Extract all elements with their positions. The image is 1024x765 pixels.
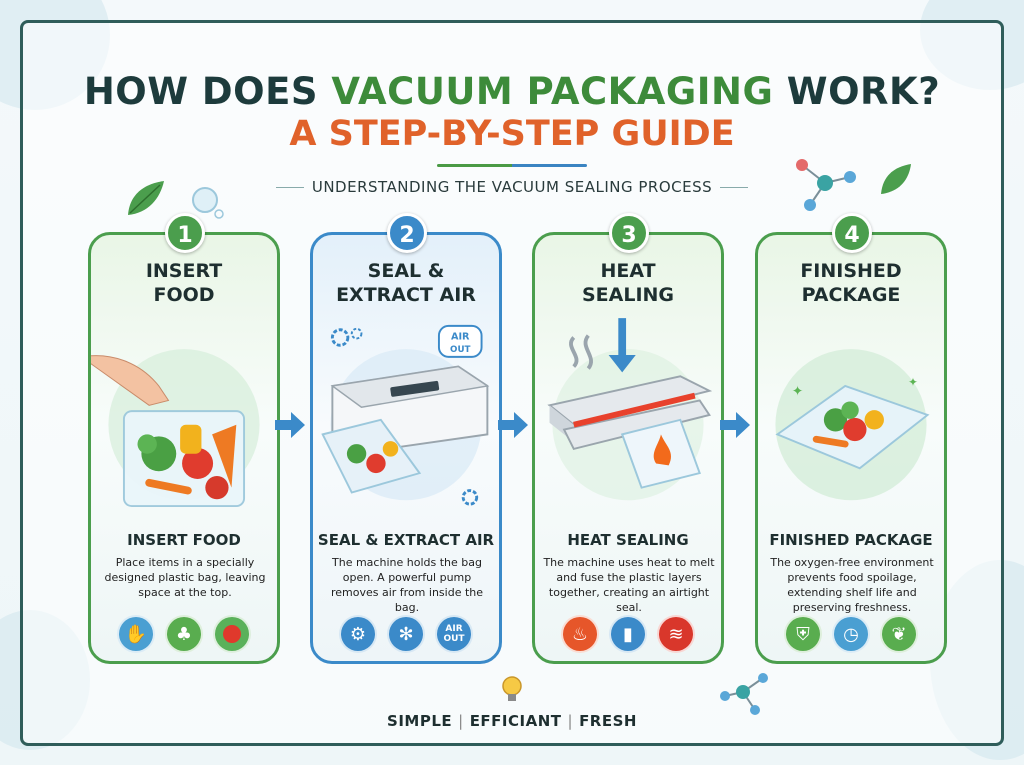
tomato-icon	[213, 615, 251, 653]
step-number-badge: 4	[832, 213, 872, 253]
flame-icon: ♨	[561, 615, 599, 653]
bubble-icon	[192, 187, 224, 219]
step-heading: HEAT SEALING	[581, 260, 675, 306]
step-number-badge: 3	[609, 213, 649, 253]
leaf-icon	[881, 164, 911, 194]
tagline: SIMPLE|EFFICIANT|FRESH	[387, 712, 637, 730]
step-number-badge: 2	[387, 213, 427, 253]
step-title: SEAL & EXTRACT AIR	[317, 531, 495, 549]
arrow-right-icon	[498, 412, 528, 438]
step-icons: ⛨ ◷ ❦	[758, 615, 944, 653]
svg-text:✦: ✦	[792, 384, 803, 400]
vacuum-sealer-illustration: AIR OUT	[321, 324, 490, 506]
molecule-icon	[720, 673, 768, 715]
step-card-2: 2 SEAL & EXTRACT AIR AIR OUT SEAL & EXTR…	[310, 213, 502, 664]
hand-icon: ✋	[117, 615, 155, 653]
bag-icon: ▮	[609, 615, 647, 653]
step-card-4: 4 FINISHED PACKAGE ✦ ✦ FINISHED PACKAGE …	[755, 213, 947, 664]
step-card-1: 1 INSERT FOOD INSERT FOOD Place items in…	[88, 213, 280, 664]
lightbulb-icon	[502, 676, 522, 701]
fan-icon: ✻	[387, 615, 425, 653]
air-label: AIR	[451, 331, 470, 342]
salad-icon: ❦	[880, 615, 918, 653]
step-description: Place items in a specially designed plas…	[104, 556, 266, 599]
gear-icon: ⚙	[339, 615, 377, 653]
step-description: The oxygen-free environment prevents foo…	[770, 556, 934, 614]
broccoli-icon: ♣	[165, 615, 203, 653]
main-title: HOW DOES VACUUM PACKAGING WORK?	[83, 70, 941, 113]
step-card-3: 3 HEAT SEALING HEAT SEALING The machine …	[532, 213, 724, 664]
clock-icon: ◷	[832, 615, 870, 653]
step-title: FINISHED PACKAGE	[769, 531, 933, 549]
svg-text:✦: ✦	[908, 375, 918, 389]
step-description: The machine holds the bag open. A powerf…	[330, 556, 484, 614]
bag-with-vegetables-illustration	[91, 349, 260, 508]
step-number-badge: 1	[165, 213, 205, 253]
molecule-icon	[796, 159, 856, 211]
leaf-icon	[128, 181, 164, 215]
main-subtitle: A STEP-BY-STEP GUIDE	[289, 114, 735, 154]
step-heading: FINISHED PACKAGE	[800, 260, 902, 306]
title-underline	[437, 164, 587, 167]
shield-icon: ⛨	[784, 615, 822, 653]
step-heading: INSERT FOOD	[145, 260, 223, 306]
heat-icon: ≋	[657, 615, 695, 653]
step-description: The machine uses heat to melt and fuse t…	[543, 556, 715, 614]
step-heading: SEAL & EXTRACT AIR	[336, 260, 476, 306]
step-title: HEAT SEALING	[567, 531, 689, 549]
heat-sealer-illustration	[547, 318, 713, 501]
step-icons: ♨ ▮ ≋	[535, 615, 721, 653]
arrow-right-icon	[720, 412, 750, 438]
step-icons: ✋ ♣	[91, 615, 277, 653]
sealed-package-illustration: ✦ ✦	[775, 349, 930, 501]
section-subtitle: UNDERSTANDING THE VACUUM SEALING PROCESS	[0, 178, 1024, 196]
out-label: OUT	[450, 345, 470, 355]
arrow-right-icon	[275, 412, 305, 438]
step-title: INSERT FOOD	[127, 531, 241, 549]
